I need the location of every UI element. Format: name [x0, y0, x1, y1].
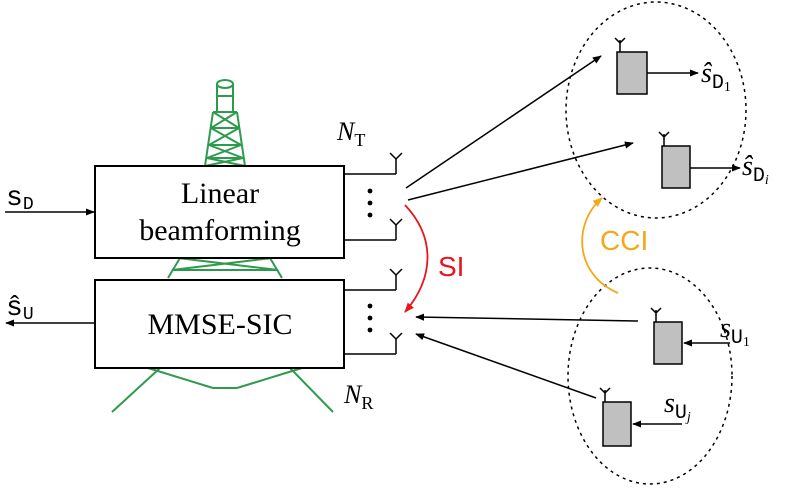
tx-antenna-dots [367, 188, 373, 218]
rx-antenna-dots [367, 303, 373, 333]
uplink-userj-device-icon [599, 387, 632, 447]
tx-antennas-label: NT [336, 117, 365, 150]
downlink-link-useri [407, 141, 634, 201]
beamformer-label-line1: Linear [181, 177, 259, 210]
beamformer-label-line2: beamforming [139, 214, 301, 247]
downlink-user1-label: ŝD1 [701, 58, 731, 95]
rx-antenna-array [344, 268, 403, 355]
rx-antennas-label: NR [343, 380, 373, 413]
self-interference-arrow [404, 204, 429, 313]
downlink-useri-device-icon [658, 131, 691, 189]
receiver-label: MMSE-SIC [147, 308, 292, 341]
si-label: SI [438, 251, 464, 282]
co-channel-interference-arrow [581, 197, 619, 294]
downlink-user-cluster [565, 1, 747, 219]
uplink-link-userj [415, 333, 597, 399]
downlink-link-user1 [405, 55, 602, 189]
tx-antenna-array [344, 152, 403, 241]
linear-beamforming-box [94, 165, 345, 259]
downlink-useri-label: ŝDi [742, 151, 769, 188]
uplink-output-label: ŝU [6, 293, 34, 325]
uplink-userj-label: sUj [664, 388, 691, 425]
cci-label: CCI [600, 225, 648, 256]
uplink-user-cluster [567, 267, 733, 485]
uplink-user1-label: sU1 [720, 313, 750, 350]
downlink-user1-device-icon [614, 37, 648, 95]
mmse-sic-box [94, 279, 345, 369]
base-station-tower-icon [111, 79, 334, 413]
uplink-user1-device-icon [650, 307, 683, 365]
uplink-link-user1 [415, 313, 639, 322]
downlink-input-label: sD [6, 183, 34, 215]
